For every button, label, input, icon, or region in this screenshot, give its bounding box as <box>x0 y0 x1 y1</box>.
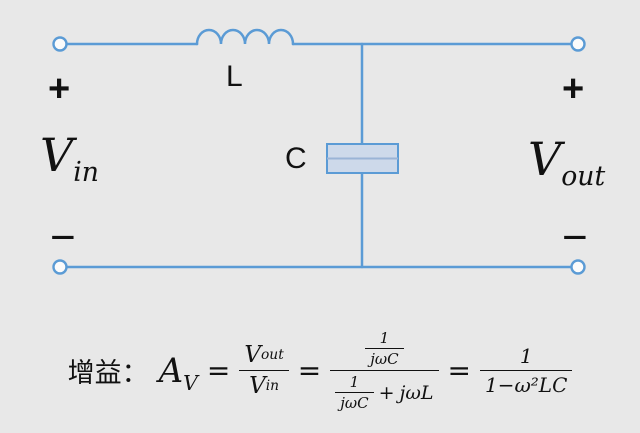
result-fraction: 1 1−ω²LC <box>479 344 573 397</box>
input-terminal-top <box>52 36 68 52</box>
vout-subscript: out <box>561 161 606 193</box>
fraction-bar <box>330 370 439 371</box>
vin-subscript: in <box>73 157 99 189</box>
capacitor-label: C <box>285 142 307 175</box>
fraction-bar <box>479 370 573 371</box>
inductor-label: L <box>226 60 243 93</box>
input-minus-sign: − <box>50 213 76 262</box>
vout-symbol: V <box>528 132 562 186</box>
fraction-numerator: 1 <box>379 329 390 347</box>
vin-symbol: V <box>40 128 74 182</box>
one-over-jwc-fraction: 1 jωC <box>365 329 404 368</box>
output-terminal-top <box>570 36 586 52</box>
vin-symbol: V <box>249 373 266 399</box>
fraction-numerator: 1 <box>349 373 360 391</box>
fraction-bar <box>365 348 404 349</box>
equals-sign-1: = <box>206 354 231 387</box>
input-terminal-bottom <box>52 259 68 275</box>
fraction-bar <box>335 392 374 393</box>
vin-label: Vin <box>40 132 99 186</box>
fraction-numerator: 1 <box>519 344 533 368</box>
fraction-denominator: jωC <box>340 394 369 412</box>
gain-letter: A <box>158 350 184 391</box>
gain-symbol: AV <box>158 350 198 395</box>
equals-sign-3: = <box>447 354 471 387</box>
impedance-divider-fraction: 1 jωC 1 jωC + jωL <box>330 329 439 412</box>
output-plus-sign: + <box>562 68 585 110</box>
inductor-coil <box>195 28 295 46</box>
input-plus-sign: + <box>48 68 71 110</box>
fraction-denominator: jωC <box>370 350 399 368</box>
vout-symbol: V <box>244 342 261 368</box>
fraction-denominator: 1−ω²LC <box>484 373 568 397</box>
output-minus-sign: − <box>562 213 588 262</box>
fraction-numerator: 1 jωC <box>360 329 408 368</box>
output-terminal-bottom <box>570 259 586 275</box>
formula-prefix: 增益： <box>67 358 149 388</box>
jwl-term: jωL <box>399 381 434 404</box>
plus-operator: + <box>378 381 395 404</box>
vout-label: Vout <box>528 136 605 190</box>
equals-sign-2: = <box>297 354 322 387</box>
fraction-denominator: 1 jωC + jωL <box>330 373 438 412</box>
gain-subscript: V <box>183 370 198 395</box>
one-over-jwc-fraction: 1 jωC <box>335 373 374 412</box>
fraction-bar <box>239 370 289 371</box>
